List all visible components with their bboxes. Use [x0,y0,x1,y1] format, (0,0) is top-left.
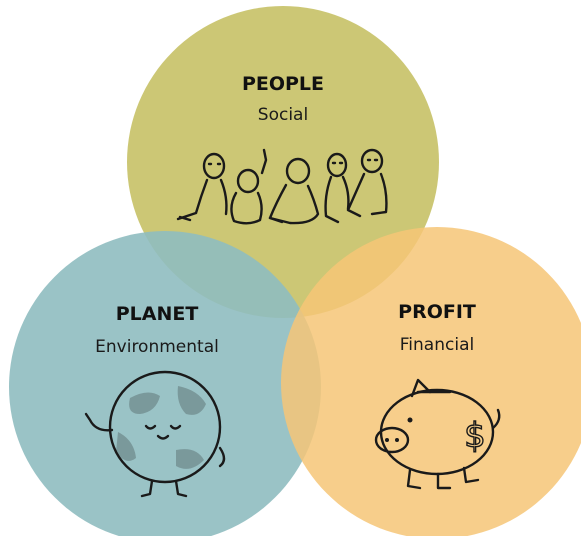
smiling-earth-icon [84,370,226,498]
planet-circle [9,231,321,536]
planet-title: PLANET [116,303,199,325]
profit-title: PROFIT [398,301,476,323]
people-title: PEOPLE [242,73,324,95]
people-subtitle: Social [258,105,308,125]
planet-subtitle: Environmental [95,337,219,357]
people-group-icon [176,148,388,225]
piggy-bank-dollar-icon: $ [374,378,501,490]
profit-subtitle: Financial [400,335,474,355]
profit-circle [281,227,581,536]
dollar-sign: $ [464,416,486,456]
